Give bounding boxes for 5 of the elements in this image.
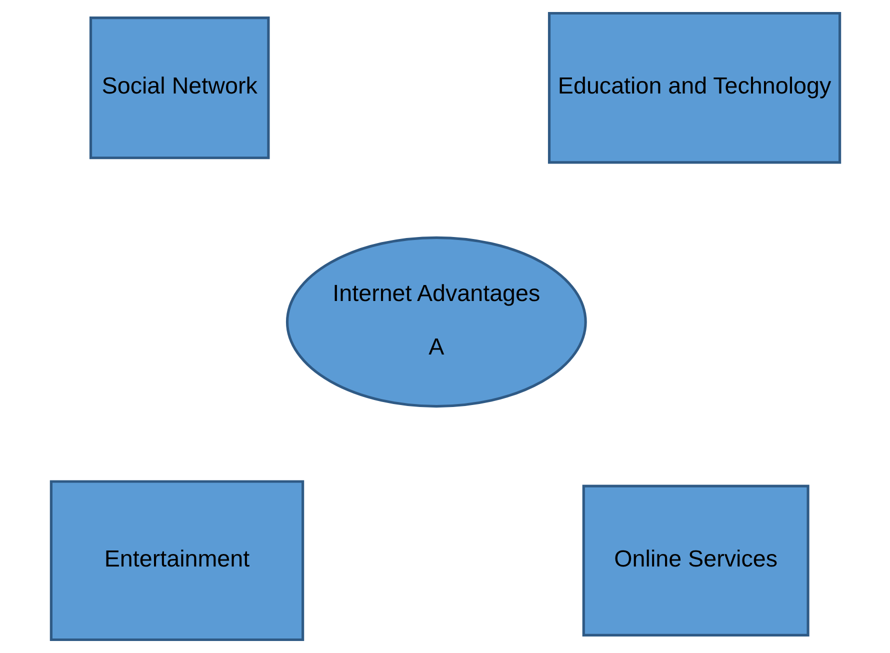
node-box: Education and Technology: [547, 12, 841, 164]
node-box: Online Services: [582, 484, 809, 636]
node-ellipse: Internet Advantages A: [285, 236, 586, 408]
node-box: Entertainment: [49, 480, 304, 642]
node-box: Social Network: [88, 16, 270, 160]
